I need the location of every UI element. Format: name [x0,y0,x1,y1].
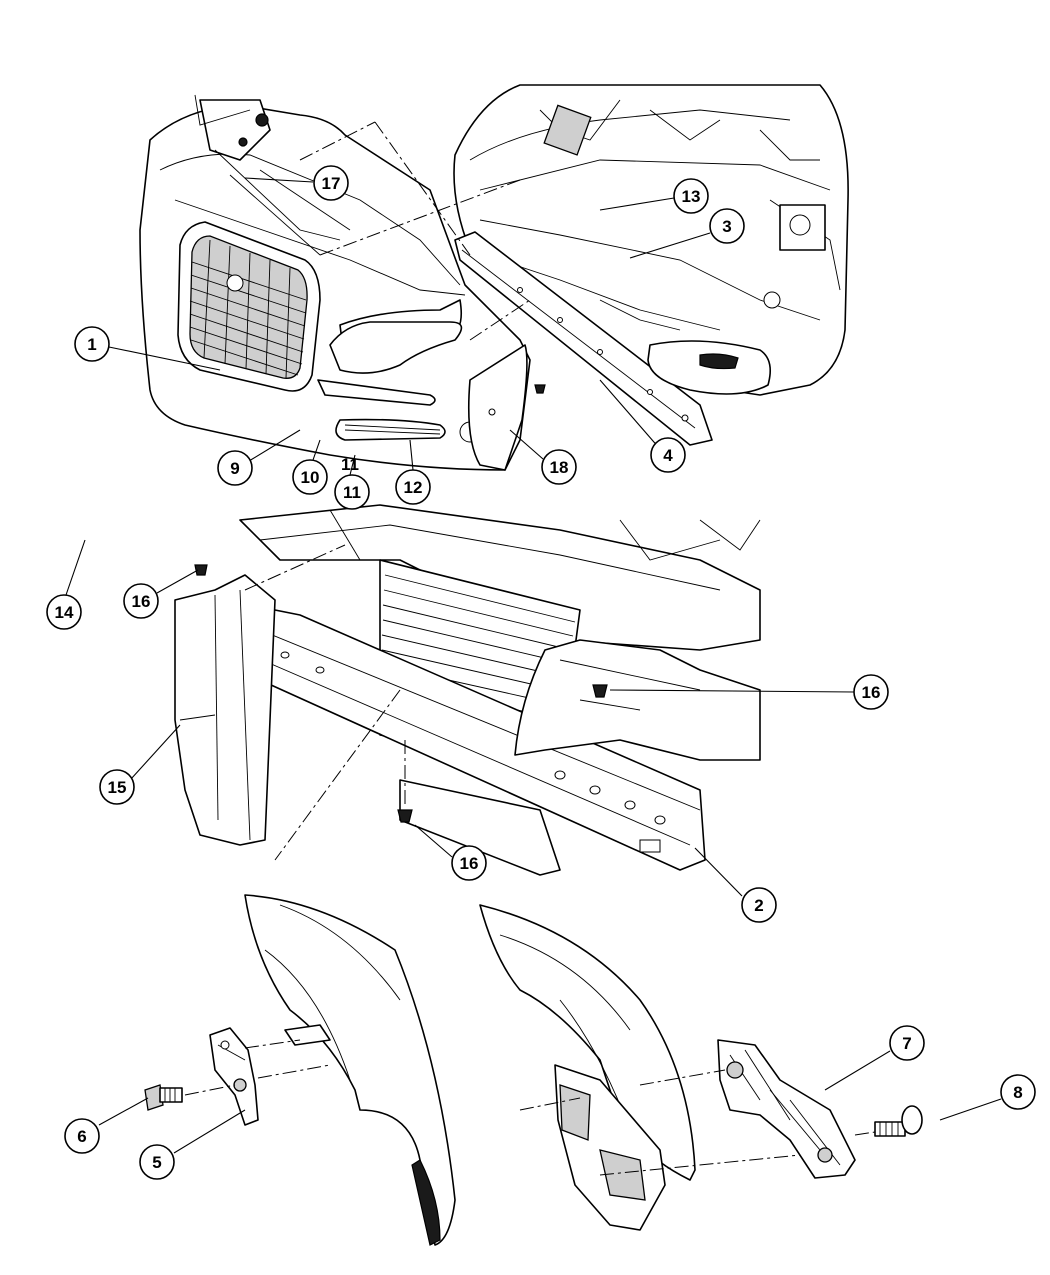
left-fender-bracket-view [144,894,456,1246]
callout-4: 4 [650,437,686,473]
callout-label: 15 [108,778,127,797]
callout-label: 1 [87,335,96,354]
callout-16-left: 16 [123,583,159,619]
callout-label: 9 [230,459,239,478]
callout-label: 11 [343,483,361,502]
air-deflector [174,574,276,846]
callout-7: 7 [889,1025,925,1061]
callout-6: 6 [64,1118,100,1154]
callout-label: 8 [1013,1083,1022,1102]
callout-10: 10 [292,459,328,495]
callout-16-bottom: 16 [451,845,487,881]
screw [874,1105,923,1137]
callout-label: 10 [301,468,320,487]
callout-label: 17 [322,174,341,193]
callout-11-lower: 11 [334,474,370,510]
grille [177,221,321,392]
callout-label: 16 [132,592,151,611]
radiator-support-assembly [174,504,761,876]
engine-bay-view [453,84,849,446]
callout-label: 6 [77,1127,86,1146]
callout-label: 3 [722,217,731,236]
callout-label: 4 [663,446,673,465]
bolt [144,1084,183,1111]
callout-label: 11 [341,455,359,474]
callout-label: 5 [152,1153,161,1172]
callout-8: 8 [1000,1074,1036,1110]
callout-2: 2 [741,887,777,923]
reinforcement-beam [454,231,713,446]
callout-16-right: 16 [853,674,889,710]
callout-17: 17 [313,165,349,201]
callout-1: 1 [74,326,110,362]
fascia-support-bracket [717,1039,856,1179]
callout-13: 13 [673,178,709,214]
callout-label: 7 [902,1034,911,1053]
callout-18: 18 [541,449,577,485]
callout-14: 14 [46,594,82,630]
callout-label: 16 [862,683,881,702]
leader-lines [65,177,1002,1154]
callout-15: 15 [99,769,135,805]
callout-9: 9 [217,450,253,486]
callout-5: 5 [139,1144,175,1180]
callout-3: 3 [709,208,745,244]
callout-label: 16 [460,854,479,873]
alignment-lines [244,121,531,861]
callout-label: 12 [404,478,423,497]
fascia-bracket [209,1027,259,1126]
callout-12: 12 [395,469,431,505]
right-fascia-bracket-view [479,904,923,1231]
callout-label: 18 [550,458,569,477]
callout-label: 14 [55,603,74,622]
front-fascia-assembly [139,94,546,471]
callout-label: 13 [682,187,701,206]
callout-11-upper: 11 [341,455,359,474]
callout-label: 2 [754,896,763,915]
